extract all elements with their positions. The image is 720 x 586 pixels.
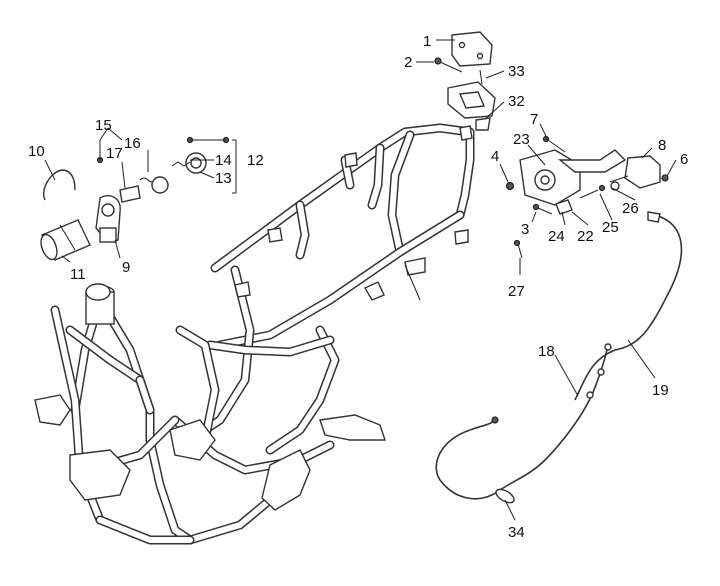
callout-24: 24 [548, 228, 565, 245]
part-34-clip [495, 488, 515, 504]
callout-32: 32 [508, 93, 525, 110]
callout-3: 3 [521, 221, 529, 238]
part-12-13-14-cylinder [96, 136, 230, 174]
callout-22: 22 [577, 228, 594, 245]
leader-lines [44, 39, 677, 521]
part-24-22-25-26-hardware [555, 184, 606, 215]
part-16-17-spring [119, 176, 169, 203]
callout-23: 23 [513, 131, 530, 148]
callout-8: 8 [658, 137, 666, 154]
callout-16: 16 [124, 135, 141, 152]
callout-12: 12 [247, 152, 264, 169]
part-1-plate [451, 31, 493, 67]
callout-11: 11 [70, 266, 86, 283]
callout-15: 15 [95, 117, 112, 134]
callout-33: 33 [508, 63, 525, 80]
scooter-frame [34, 123, 475, 545]
callout-1: 1 [423, 33, 431, 50]
ring-gasket [85, 283, 111, 301]
part-19-cable [574, 211, 683, 401]
part-3-screw [532, 203, 553, 215]
part-10-11-cover [40, 169, 91, 261]
callout-17: 17 [106, 145, 123, 162]
callout-9: 9 [122, 259, 130, 276]
part-2-screw [434, 57, 463, 73]
callout-2: 2 [404, 54, 412, 71]
callout-6: 6 [680, 151, 688, 168]
part-6-nut [661, 174, 669, 182]
part-18-cable [435, 343, 612, 500]
callout-10: 10 [28, 143, 45, 160]
callout-25: 25 [602, 219, 619, 236]
part-9-bracket [95, 194, 121, 243]
part-23-lock-body [519, 149, 627, 206]
callout-19: 19 [652, 382, 669, 399]
callout-18: 18 [538, 343, 555, 360]
callout-27: 27 [508, 283, 525, 300]
part-33-latch [447, 69, 496, 119]
part-27-bolt [513, 239, 523, 259]
callout-14: 14 [215, 152, 232, 169]
callout-26: 26 [622, 200, 639, 217]
callout-7: 7 [530, 111, 538, 128]
callout-labels: 1 2 33 32 7 8 6 4 23 26 25 3 24 22 27 15… [28, 33, 688, 541]
callout-4: 4 [491, 148, 499, 165]
part-8-actuator [609, 155, 661, 191]
part-4-nut [505, 181, 515, 191]
callout-13: 13 [215, 170, 232, 187]
callout-34: 34 [508, 524, 525, 541]
part-32-clip [475, 117, 491, 131]
